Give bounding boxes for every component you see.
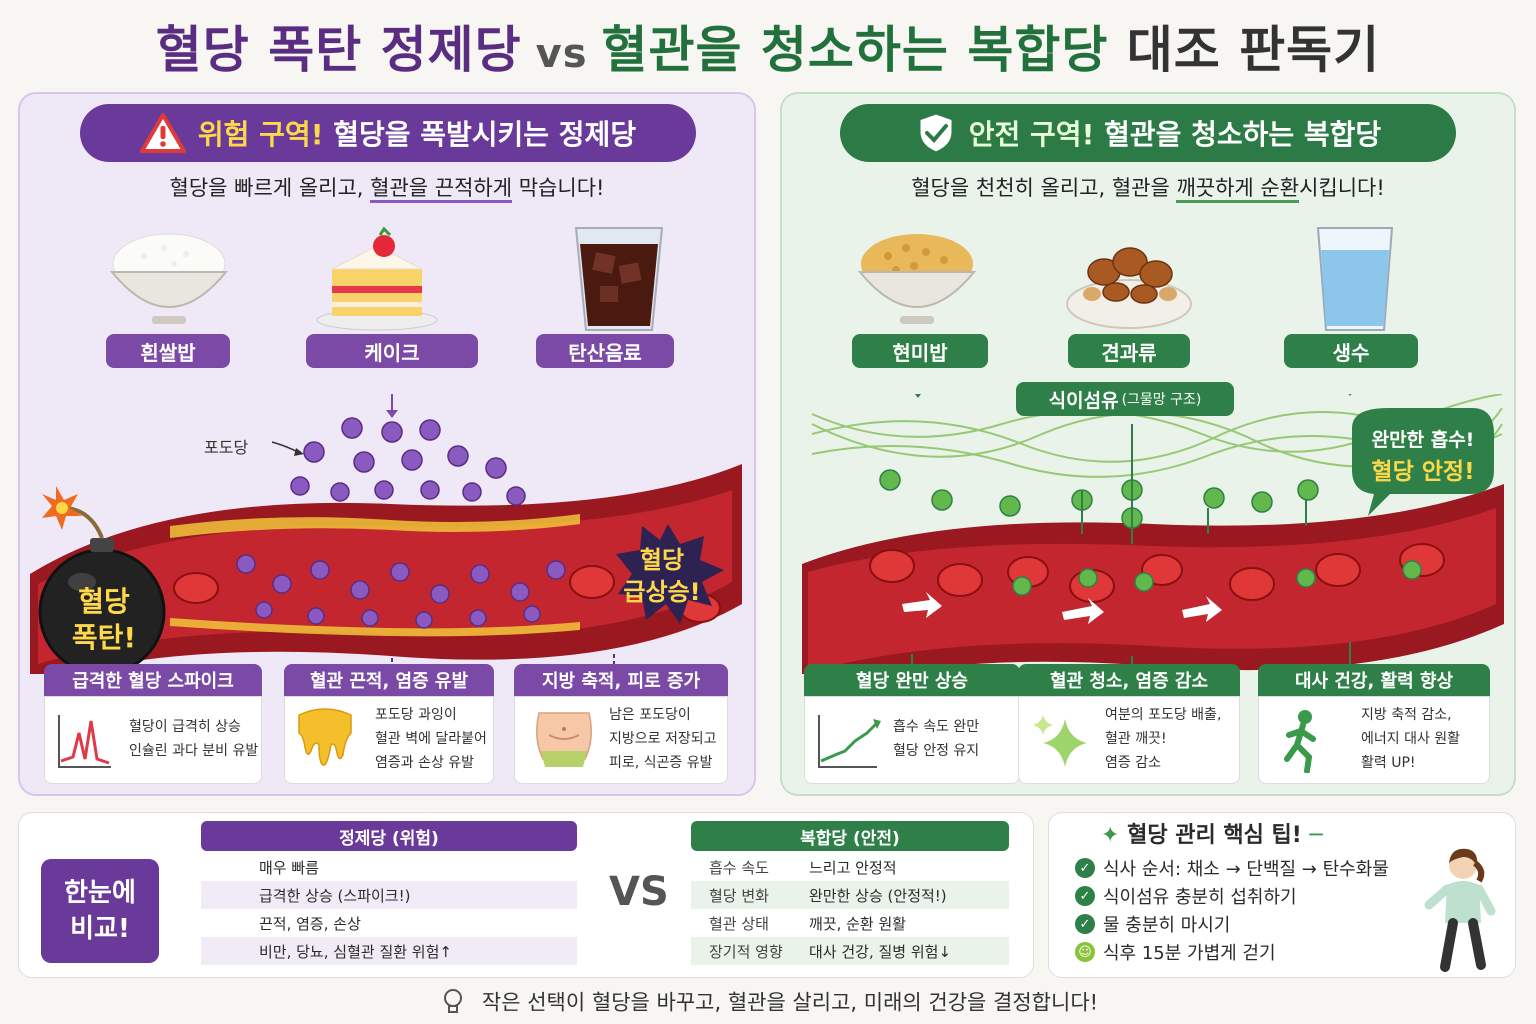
walking-woman-icon bbox=[1424, 848, 1496, 972]
safe-zone-text: 혈관을 청소하는 복합당 bbox=[1104, 118, 1382, 151]
safe-zone-banner: 안전 구역! 혈관을 청소하는 복합당 bbox=[840, 104, 1456, 162]
complex-carb-header: 복합당 (안전) bbox=[691, 821, 1009, 851]
clean-vessel-illustration bbox=[802, 394, 1504, 674]
belly-fat-icon bbox=[536, 712, 592, 767]
lightbulb-icon bbox=[438, 986, 468, 1021]
tips-title: ✦ 혈당 관리 핵심 팁! ─ bbox=[1101, 823, 1323, 848]
smile-icon: ☺ bbox=[1075, 942, 1095, 962]
title-part-refined: 혈당 폭탄 정제당 bbox=[155, 21, 522, 79]
blocked-vessel-illustration bbox=[30, 394, 742, 674]
tip-item-walk: ☺식후 15분 가볍게 걷기 bbox=[1075, 939, 1276, 965]
dripping-syrup-icon bbox=[298, 708, 352, 766]
effect-title-sticky: 혈관 끈적, 염증 유발 bbox=[284, 664, 494, 696]
danger-zone-panel: 위험 구역! 혈당을 폭발시키는 정제당 혈당을 빠르게 올리고, 혈관을 끈적… bbox=[18, 92, 756, 796]
sparkle-left-icon: ✦ bbox=[1101, 823, 1128, 848]
blood-sugar-tips-card: ✦ 혈당 관리 핵심 팁! ─ ✓식사 순서: 채소 → 단백질 → 탄수화물 … bbox=[1048, 812, 1516, 978]
gradual-graph-icon bbox=[818, 715, 881, 768]
soda-glass-icon bbox=[574, 227, 664, 331]
safe-zone-highlight: 안전 구역! bbox=[968, 118, 1095, 151]
effect-title-gradual: 혈당 완만 상승 bbox=[804, 664, 1020, 696]
cake-icon bbox=[316, 226, 438, 331]
food-label-nuts: 견과류 bbox=[1068, 334, 1190, 368]
title-part-complex: 혈관을 청소하는 복합당 bbox=[601, 21, 1109, 79]
shield-check-icon bbox=[917, 111, 955, 155]
sparkle-right-icon: ─ bbox=[1301, 823, 1323, 848]
safe-zone-panel: 안전 구역! 혈관을 청소하는 복합당 혈당을 천천히 올리고, 혈관을 깨끗하… bbox=[780, 92, 1516, 796]
dietary-fiber-label: 식이섬유(그물망 구조) bbox=[1016, 382, 1234, 416]
food-label-cake: 케이크 bbox=[306, 334, 478, 368]
warning-icon bbox=[139, 113, 186, 153]
food-label-brown-rice: 현미밥 bbox=[852, 334, 988, 368]
check-icon: ✓ bbox=[1075, 914, 1095, 934]
glucose-label: 포도당 bbox=[204, 438, 249, 457]
nuts-icon bbox=[1066, 247, 1192, 329]
title-part-reader: 대조 판독기 bbox=[1126, 21, 1381, 79]
effect-title-clean: 혈관 청소, 염증 감소 bbox=[1018, 664, 1240, 696]
refined-row-change: 급격한 상승 (스파이크!) bbox=[201, 881, 577, 909]
sparkle-icon bbox=[1033, 715, 1087, 767]
effect-title-spike: 급격한 혈당 스파이크 bbox=[44, 664, 262, 696]
tip-item-water: ✓물 충분히 마시기 bbox=[1075, 911, 1230, 937]
check-icon: ✓ bbox=[1075, 886, 1095, 906]
tip-item-meal-order: ✓식사 순서: 채소 → 단백질 → 탄수화물 bbox=[1075, 855, 1389, 881]
danger-zone-text: 혈당을 폭발시키는 정제당 bbox=[333, 118, 637, 151]
title-vs: vs bbox=[535, 31, 588, 77]
running-person-icon bbox=[1284, 710, 1316, 773]
effect-title-fat: 지방 축적, 피로 증가 bbox=[514, 664, 728, 696]
water-glass-icon bbox=[1316, 227, 1394, 331]
safe-subtitle: 혈당을 천천히 올리고, 혈관을 깨끗하게 순환시킵니다! bbox=[782, 172, 1514, 203]
food-label-white-rice: 흰쌀밥 bbox=[106, 334, 230, 368]
check-icon: ✓ bbox=[1075, 858, 1095, 878]
danger-zone-banner: 위험 구역! 혈당을 폭발시키는 정제당 bbox=[80, 104, 696, 162]
slow-absorption-bubble: 완만한 흡수! 혈당 안정! bbox=[1371, 429, 1475, 485]
tip-item-fiber: ✓식이섬유 충분히 섭취하기 bbox=[1075, 883, 1297, 909]
spike-graph-icon bbox=[58, 715, 111, 768]
brown-rice-icon bbox=[857, 234, 977, 324]
refined-sugar-header: 정제당 (위험) bbox=[201, 821, 577, 851]
footer-message: 작은 선택이 혈당을 바꾸고, 혈관을 살리고, 미래의 건강을 결정합니다! bbox=[0, 986, 1536, 1021]
danger-zone-highlight: 위험 구역! bbox=[197, 118, 324, 151]
effect-title-vitality: 대사 건강, 활력 향상 bbox=[1258, 664, 1490, 696]
white-rice-icon bbox=[109, 233, 229, 324]
page-title: 혈당 폭탄 정제당 vs 혈관을 청소하는 복합당 대조 판독기 bbox=[0, 10, 1536, 82]
vs-label: VS bbox=[609, 869, 669, 915]
effect-card-clean: 여분의 포도당 배출,혈관 깨끗!염증 감소 bbox=[1018, 696, 1240, 784]
refined-row-longterm: 비만, 당뇨, 심혈관 질환 위험↑ bbox=[201, 937, 577, 965]
food-label-water: 생수 bbox=[1284, 334, 1418, 368]
danger-subtitle: 혈당을 빠르게 올리고, 혈관을 끈적하게 막습니다! bbox=[20, 172, 754, 203]
food-label-soda: 탄산음료 bbox=[536, 334, 674, 368]
refined-row-vessel: 끈적, 염증, 손상 bbox=[259, 914, 361, 933]
refined-row-speed: 매우 빠름 bbox=[259, 858, 319, 877]
